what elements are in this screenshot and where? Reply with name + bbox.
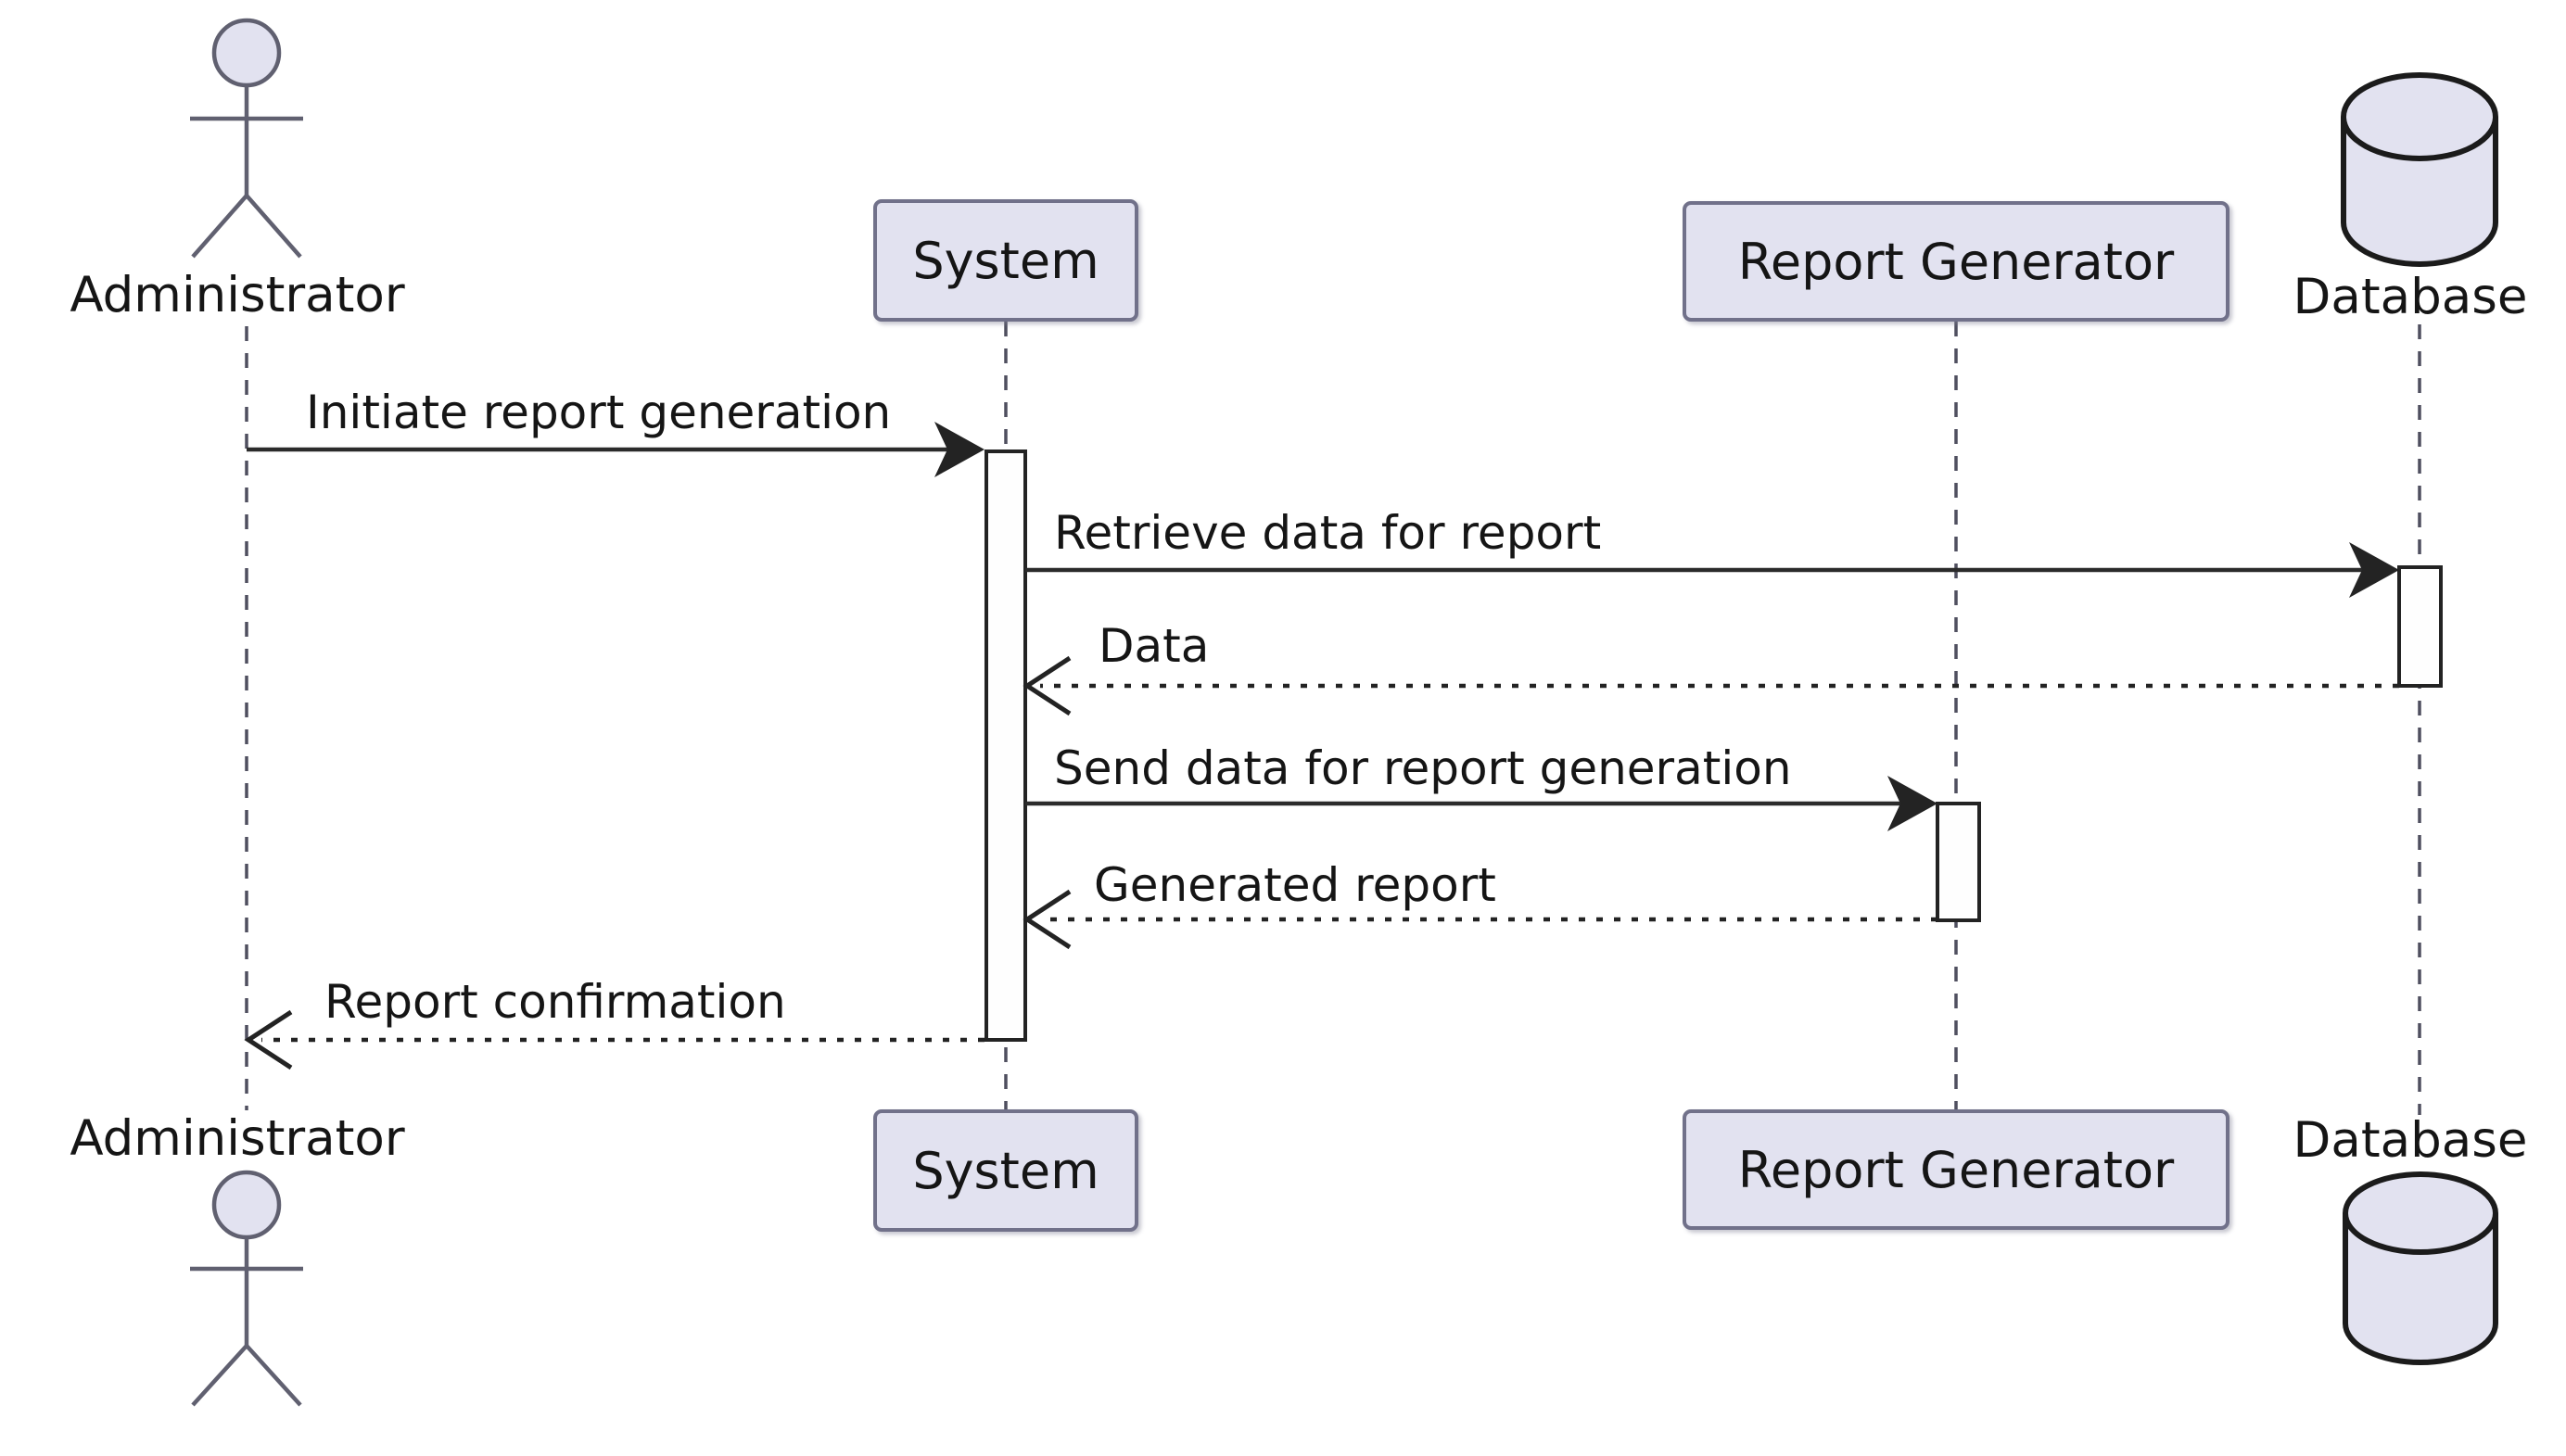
message-label-data: Data — [1099, 619, 1210, 673]
participant-box-system-bottom: System — [873, 1109, 1138, 1232]
participant-label-system-top: System — [912, 231, 1099, 290]
message-label-generated-report: Generated report — [1094, 858, 1496, 912]
message-arrow-generated-report — [1023, 889, 1937, 950]
message-arrow-initiate — [247, 422, 984, 477]
activation-bars — [984, 449, 2443, 1042]
participant-label-report-generator-top: Report Generator — [1737, 232, 2175, 291]
message-label-report-confirmation: Report confirmation — [324, 975, 786, 1029]
message-arrow-report-confirmation — [244, 1009, 984, 1070]
message-arrow-data-return — [1023, 655, 2399, 716]
participant-label-administrator-top: Administrator — [70, 267, 405, 323]
participant-label-report-generator-bottom: Report Generator — [1737, 1140, 2175, 1199]
participant-box-report-generator-bottom: Report Generator — [1683, 1109, 2229, 1230]
message-arrow-retrieve — [1025, 542, 2399, 598]
activation-bar-system — [984, 449, 1027, 1042]
actor-icon — [190, 18, 303, 259]
message-label-initiate: Initiate report generation — [306, 386, 892, 439]
activation-bar-report-generator — [1936, 802, 1981, 922]
participant-label-administrator-bottom: Administrator — [70, 1110, 405, 1167]
participant-label-system-bottom: System — [912, 1141, 1099, 1200]
message-arrow-send-data — [1025, 776, 1937, 831]
actor-icon — [190, 1170, 303, 1407]
database-icon — [2343, 1171, 2498, 1365]
database-icon — [2341, 72, 2498, 267]
activation-bar-database — [2397, 565, 2443, 688]
message-label-send-data: Send data for report generation — [1054, 741, 1792, 795]
participant-label-database-bottom: Database — [2293, 1112, 2528, 1169]
participant-box-report-generator-top: Report Generator — [1683, 201, 2229, 322]
participant-label-database-top: Database — [2293, 269, 2528, 325]
message-label-retrieve: Retrieve data for report — [1054, 506, 1602, 560]
participant-box-system-top: System — [873, 199, 1138, 322]
